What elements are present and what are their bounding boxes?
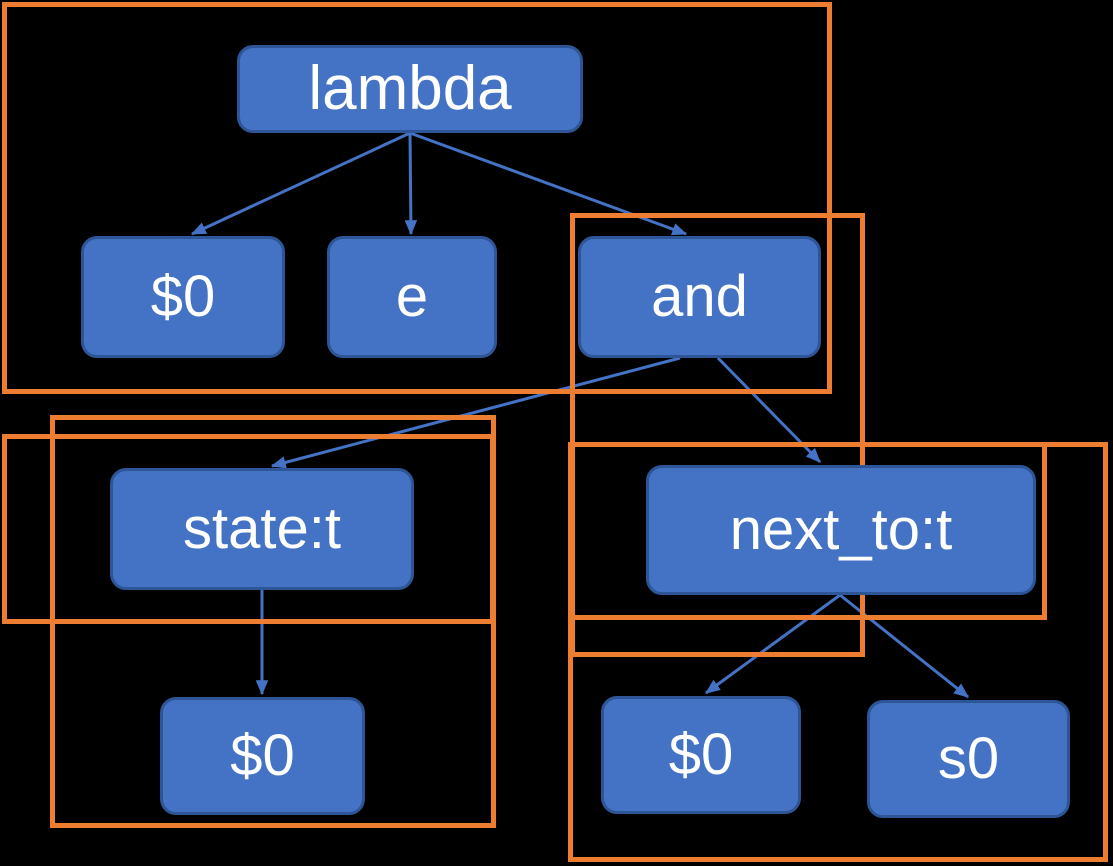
node-nextto-arg-dollar0[interactable]: $0	[601, 696, 801, 814]
span-box-nextto-subtree	[568, 442, 1108, 862]
node-var-dollar0[interactable]: $0	[81, 236, 285, 358]
node-state-arg-dollar0[interactable]: $0	[160, 697, 365, 815]
node-next-to-t[interactable]: next_to:t	[646, 465, 1036, 595]
node-state-t[interactable]: state:t	[110, 468, 414, 590]
node-nextto-arg-s0[interactable]: s0	[867, 700, 1070, 818]
node-and[interactable]: and	[578, 236, 821, 358]
span-box-state-pred	[2, 434, 495, 624]
node-type-e[interactable]: e	[327, 236, 497, 358]
node-lambda[interactable]: lambda	[237, 45, 583, 133]
